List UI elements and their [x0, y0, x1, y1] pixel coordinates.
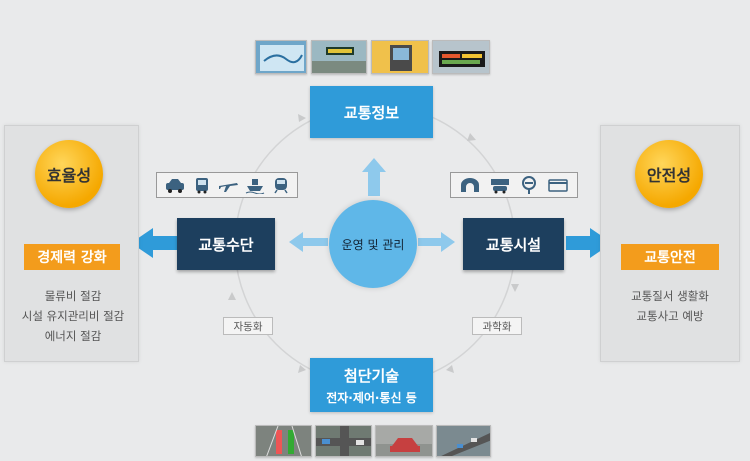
thumbnail-navigation	[255, 40, 307, 74]
advanced-tech-title: 첨단기술	[343, 366, 400, 385]
bus-icon	[195, 178, 208, 194]
scientific-tag: 과학화	[472, 317, 522, 335]
airplane-icon	[218, 183, 238, 192]
traffic-info-label: 교통정보	[343, 103, 400, 122]
toll-sign-icon	[522, 176, 536, 194]
orbit-arrow-bottom-left	[298, 365, 306, 373]
arrow-up	[362, 158, 386, 196]
thumbnail-lane-control	[255, 425, 312, 457]
thumbnail-vehicle	[375, 425, 433, 457]
efficiency-benefits: 물류비 절감 시설 유지관리비 절감 에너지 절감	[4, 286, 142, 346]
benefit-line: 물류비 절감	[44, 289, 102, 303]
benefit-line: 에너지 절감	[44, 329, 102, 343]
thumbnail-road-sign	[311, 40, 367, 74]
tunnel-icon	[461, 178, 479, 192]
operation-management-circle: 운영 및 관리	[329, 200, 417, 288]
thumbnail-city-traffic	[436, 425, 491, 457]
transport-label: 교통수단	[198, 235, 254, 254]
transport-box: 교통수단	[177, 218, 275, 270]
advanced-tech-box: 첨단기술 전자·제어·통신 등	[310, 358, 433, 412]
efficiency-circle: 효율성	[35, 140, 103, 208]
arrow-center-right	[418, 232, 455, 252]
orbit-arrow-right	[511, 284, 519, 292]
thumbnail-vms-board	[432, 40, 490, 74]
operation-management-label: 운영 및 관리	[341, 237, 405, 252]
facility-label: 교통시설	[485, 235, 542, 254]
orbit-arrow-top-right	[467, 133, 476, 141]
parking-icon	[491, 179, 509, 194]
car-icon	[166, 179, 185, 193]
safety-benefits: 교통질서 생활화 교통사고 예방	[600, 286, 740, 326]
benefit-line: 시설 유지관리비 절감	[21, 309, 125, 323]
ship-icon	[246, 179, 265, 194]
orbit-arrow-left	[228, 292, 236, 300]
automation-tag: 자동화	[223, 317, 273, 335]
card-icon	[548, 179, 568, 192]
traffic-info-box: 교통정보	[310, 86, 433, 138]
arrow-to-left-panel	[131, 228, 178, 258]
benefit-line: 교통질서 생활화	[631, 289, 709, 303]
orbit-arrow-top-left	[298, 114, 306, 122]
advanced-tech-subtitle: 전자·제어·통신 등	[326, 390, 417, 405]
benefit-line: 교통사고 예방	[636, 309, 704, 323]
transport-icons	[156, 172, 298, 198]
facility-box: 교통시설	[463, 218, 564, 270]
thumbnail-intersection	[315, 425, 372, 457]
facility-icons	[450, 172, 578, 198]
economy-label: 경제력 강화	[24, 244, 120, 270]
thumbnail-kiosk	[371, 40, 429, 74]
train-icon	[274, 178, 288, 194]
traffic-safety-label: 교통안전	[621, 244, 719, 270]
safety-circle: 안전성	[635, 140, 703, 208]
orbit-arrow-bottom-right	[446, 365, 454, 373]
arrow-center-left	[289, 232, 328, 252]
